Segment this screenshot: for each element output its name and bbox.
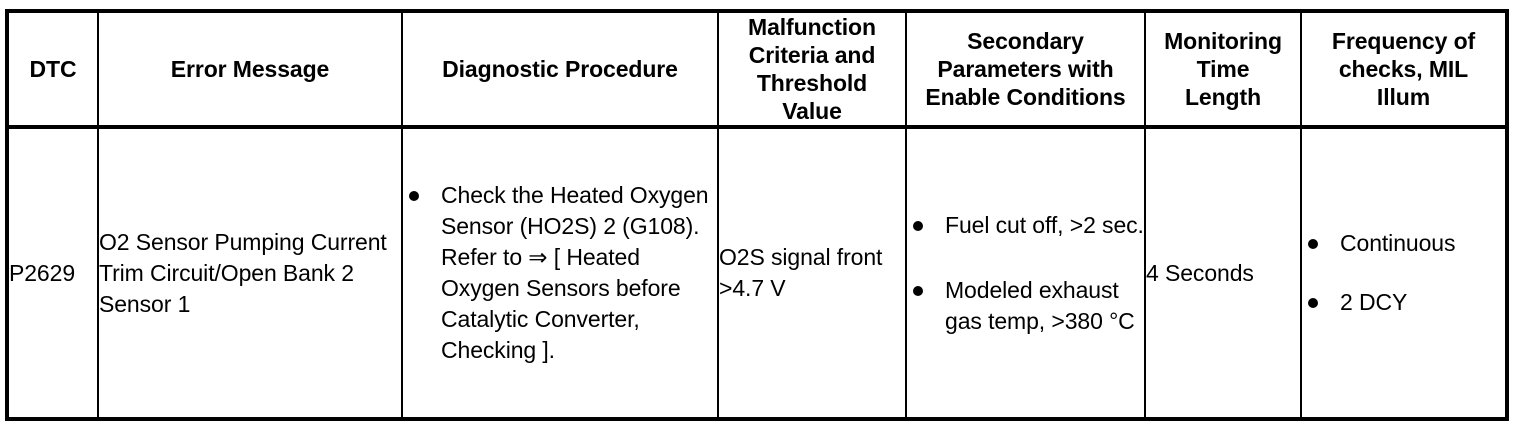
monitoring-time-length-text: 4 Seconds [1146,259,1254,286]
cell-diagnostic-procedure: Check the Heated Oxygen Sensor (HO2S) 2 … [401,127,719,419]
cell-malfunction-criteria: O2S signal front >4.7 V [717,127,907,419]
cell-frequency-of-checks: Continuous 2 DCY [1300,127,1508,419]
column-header-monitoring-time-length-line-1: Monitoring [1164,28,1282,54]
column-header-frequency-of-checks: Frequency of checks, MIL Illum [1300,11,1508,129]
column-header-diagnostic-procedure-line-1: Diagnostic Procedure [442,56,678,82]
table-body: P2629 O2 Sensor Pumping Current Trim Cir… [6,127,1508,419]
column-header-frequency-of-checks-line-1: Frequency of [1331,28,1476,54]
table-header: DTC Error Message Diagnostic Procedure M… [6,11,1508,129]
column-header-malfunction-criteria: Malfunction Criteria and Threshold Value [717,11,907,129]
frequency-text-1: Continuous [1340,230,1456,256]
list-item: Modeled exhaust gas temp, >380 °C [907,275,1144,337]
bullet-icon [913,285,923,296]
column-header-secondary-parameters-line-3: Enable Conditions [925,84,1126,110]
list-item: Fuel cut off, >2 sec. [907,210,1144,241]
column-header-error-message-line-1: Error Message [170,56,330,82]
secondary-parameters-list: Fuel cut off, >2 sec. Modeled exhaust ga… [907,210,1144,337]
frequency-text-2: 2 DCY [1340,289,1408,315]
column-header-frequency-of-checks-line-3: Illum [1376,84,1431,110]
column-header-secondary-parameters-line-1: Secondary [967,28,1084,54]
cell-secondary-parameters: Fuel cut off, >2 sec. Modeled exhaust ga… [905,127,1146,419]
column-header-error-message: Error Message [97,11,403,129]
column-header-malfunction-criteria-line-3: Threshold [756,70,868,96]
table-row: P2629 O2 Sensor Pumping Current Trim Cir… [6,127,1508,419]
cell-monitoring-time-length: 4 Seconds [1144,127,1302,419]
error-message-text: O2 Sensor Pumping Current Trim Circuit/O… [99,228,387,317]
list-item: Continuous [1302,228,1505,259]
column-header-dtc-line-1: DTC [29,56,77,82]
dtc-diagnostic-table: DTC Error Message Diagnostic Procedure M… [5,9,1509,421]
bullet-icon [409,191,419,201]
diagnostic-procedure-bullet-item: Check the Heated Oxygen Sensor (HO2S) 2 … [403,180,717,366]
cell-dtc: P2629 [6,127,99,419]
list-item: 2 DCY [1302,287,1505,318]
bullet-icon [913,220,923,231]
bullet-icon [1308,239,1318,249]
column-header-monitoring-time-length-line-2: Time [1196,56,1250,82]
table-header-row: DTC Error Message Diagnostic Procedure M… [6,11,1508,129]
column-header-diagnostic-procedure: Diagnostic Procedure [401,11,719,129]
bullet-icon [1308,298,1318,308]
column-header-malfunction-criteria-line-2: Criteria and [748,42,876,68]
frequency-of-checks-list: Continuous 2 DCY [1302,228,1505,318]
column-header-malfunction-criteria-line-4: Value [782,98,842,124]
cell-error-message: O2 Sensor Pumping Current Trim Circuit/O… [97,127,403,419]
column-header-secondary-parameters-line-2: Parameters with [937,56,1114,82]
diagnostic-procedure-text: Check the Heated Oxygen Sensor (HO2S) 2 … [441,182,709,363]
secondary-parameter-text-2: Modeled exhaust gas temp, >380 °C [945,276,1135,334]
column-header-secondary-parameters: Secondary Parameters with Enable Conditi… [905,11,1146,129]
dtc-code: P2629 [9,259,76,286]
column-header-monitoring-time-length: Monitoring Time Length [1144,11,1302,129]
malfunction-criteria-text: O2S signal front >4.7 V [719,244,883,301]
column-header-monitoring-time-length-line-3: Length [1184,84,1262,110]
column-header-dtc: DTC [6,11,99,129]
secondary-parameter-text-1: Fuel cut off, >2 sec. [945,211,1144,238]
column-header-malfunction-criteria-line-1: Malfunction [748,14,876,40]
column-header-frequency-of-checks-line-2: checks, MIL [1338,56,1469,82]
